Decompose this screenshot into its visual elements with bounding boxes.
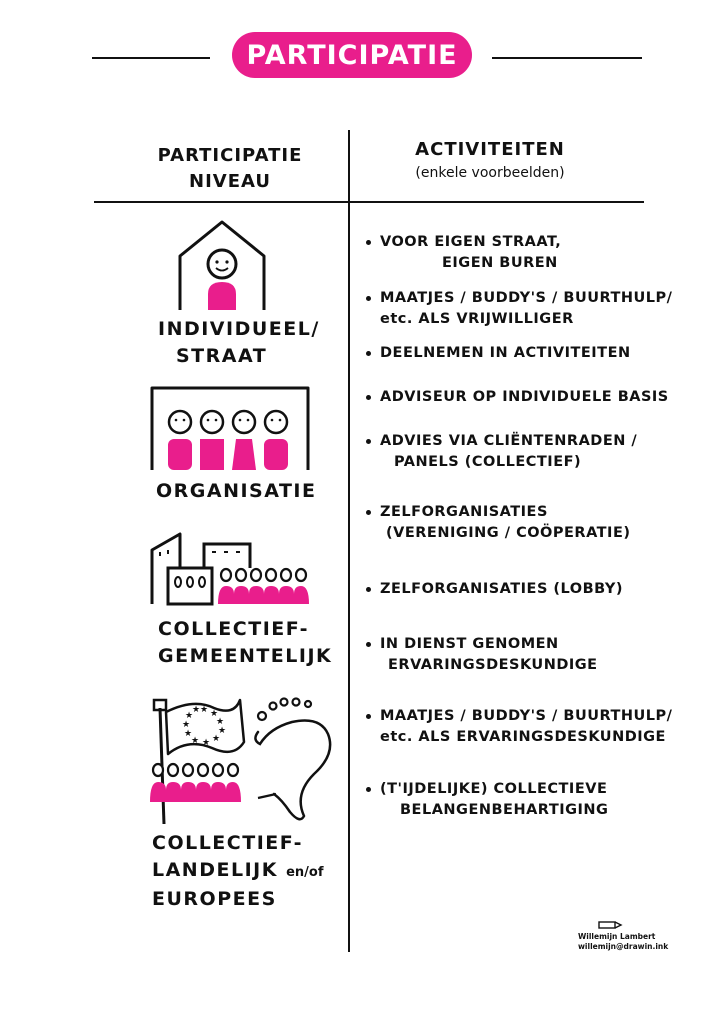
bullet-icon	[366, 395, 371, 400]
activity-item: MAATJES / BUDDY'S / BUURTHULP/ etc. ALS …	[366, 288, 672, 330]
column-header-level-line2: NIVEAU	[189, 171, 271, 192]
level-national-line2b: en/of	[286, 865, 324, 880]
activity-line1: MAATJES / BUDDY'S / BUURTHULP/	[380, 290, 673, 306]
level-individual-street: INDIVIDUEEL/ STRAAT	[158, 316, 320, 370]
activity-line2: etc. ALS ERVARINGSDESKUNDIGE	[380, 729, 666, 745]
activity-line1: IN DIENST GENOMEN	[380, 636, 559, 652]
level-individual-line1: INDIVIDUEEL/	[158, 318, 320, 340]
column-divider	[348, 130, 350, 952]
activity-item: ZELFORGANISATIES (LOBBY)	[366, 579, 623, 600]
level-municipal-line2: GEMEENTELIJK	[158, 645, 333, 667]
level-organisation-line1: ORGANISATIE	[156, 480, 317, 502]
activity-item: ADVISEUR OP INDIVIDUELE BASIS	[366, 387, 669, 408]
activity-item: ADVIES VIA CLIËNTENRADEN / PANELS (COLLE…	[366, 431, 637, 473]
activity-item: DEELNEMEN IN ACTIVITEITEN	[366, 343, 631, 364]
activity-line2: PANELS (COLLECTIEF)	[394, 454, 582, 470]
svg-text:★: ★	[185, 711, 193, 721]
bullet-icon	[366, 642, 371, 647]
signature-email: willemijn@drawin.ink	[578, 942, 669, 951]
activity-item: ZELFORGANISATIES (VERENIGING / COÖPERATI…	[366, 502, 631, 544]
activity-line1: ADVIES VIA CLIËNTENRADEN /	[380, 433, 638, 449]
activity-line1: MAATJES / BUDDY'S / BUURTHULP/	[380, 708, 673, 724]
svg-text:★: ★	[216, 717, 224, 727]
signature: Willemijn Lambert willemijn@drawin.ink	[578, 932, 668, 952]
activity-line2: BELANGENBEHARTIGING	[400, 802, 609, 818]
title-rule-left	[92, 57, 210, 59]
column-header-level: PARTICIPATIE NIVEAU	[130, 143, 330, 195]
eu-flag-crowd-icon: ★★★ ★★★ ★★★ ★★	[150, 697, 332, 825]
level-collective-municipal: COLLECTIEF- GEMEENTELIJK	[158, 616, 332, 670]
activity-line1: DEELNEMEN IN ACTIVITEITEN	[380, 345, 631, 361]
svg-text:★: ★	[212, 734, 220, 744]
bullet-icon	[366, 510, 371, 515]
svg-text:★: ★	[200, 705, 208, 715]
activity-line2: (VERENIGING / COÖPERATIE)	[386, 525, 631, 541]
activity-item: (T'IJDELIJKE) COLLECTIEVE BELANGENBEHART…	[366, 779, 608, 821]
house-person-icon	[178, 220, 266, 310]
activity-line1: (T'IJDELIJKE) COLLECTIEVE	[380, 781, 608, 797]
svg-text:★: ★	[191, 736, 199, 746]
activity-item: VOOR EIGEN STRAAT, EIGEN BUREN	[366, 232, 561, 274]
level-national-line1: COLLECTIEF-	[152, 832, 304, 854]
bullet-icon	[366, 439, 371, 444]
svg-text:★: ★	[210, 709, 218, 719]
bullet-icon	[366, 787, 371, 792]
activity-line1: ADVISEUR OP INDIVIDUELE BASIS	[380, 389, 669, 405]
svg-text:★: ★	[218, 726, 226, 736]
page-title: PARTICIPATIE	[232, 32, 472, 78]
pencil-icon	[598, 921, 623, 929]
bullet-icon	[366, 296, 371, 301]
activity-line1: VOOR EIGEN STRAAT,	[380, 234, 562, 250]
activity-item: MAATJES / BUDDY'S / BUURTHULP/ etc. ALS …	[366, 706, 672, 748]
column-header-activities: ACTIVITEITEN (enkele voorbeelden)	[390, 137, 590, 183]
svg-text:★: ★	[192, 705, 200, 715]
header-divider	[94, 201, 644, 203]
column-header-level-line1: PARTICIPATIE	[157, 145, 303, 166]
title-rule-right	[492, 57, 642, 59]
bullet-icon	[366, 587, 371, 592]
svg-text:★: ★	[202, 738, 210, 748]
city-crowd-icon	[150, 532, 309, 606]
level-national-line2a: LANDELIJK	[152, 859, 278, 881]
level-national-line2: LANDELIJK en/of	[152, 857, 323, 886]
activity-line1: ZELFORGANISATIES (LOBBY)	[380, 581, 624, 597]
bullet-icon	[366, 351, 371, 356]
activity-item: IN DIENST GENOMEN ERVARINGSDESKUNDIGE	[366, 634, 598, 676]
activity-line2: EIGEN BUREN	[442, 255, 558, 271]
column-header-activities-line1: ACTIVITEITEN	[415, 139, 565, 160]
svg-text:★: ★	[182, 720, 190, 730]
level-national-line3: EUROPEES	[152, 888, 277, 910]
organisation-group-icon	[150, 386, 310, 470]
svg-text:★: ★	[184, 729, 192, 739]
column-header-activities-line2: (enkele voorbeelden)	[415, 165, 565, 181]
bullet-icon	[366, 240, 371, 245]
level-municipal-line1: COLLECTIEF-	[158, 618, 310, 640]
activity-line1: ZELFORGANISATIES	[380, 504, 548, 520]
activity-line2: etc. ALS VRIJWILLIGER	[380, 311, 574, 327]
level-individual-line2: STRAAT	[176, 345, 268, 367]
level-organisation: ORGANISATIE	[156, 478, 316, 505]
signature-name: Willemijn Lambert	[578, 932, 656, 941]
bullet-icon	[366, 714, 371, 719]
activity-line2: ERVARINGSDESKUNDIGE	[388, 657, 598, 673]
level-collective-national: COLLECTIEF- LANDELIJK en/of EUROPEES	[152, 830, 323, 913]
